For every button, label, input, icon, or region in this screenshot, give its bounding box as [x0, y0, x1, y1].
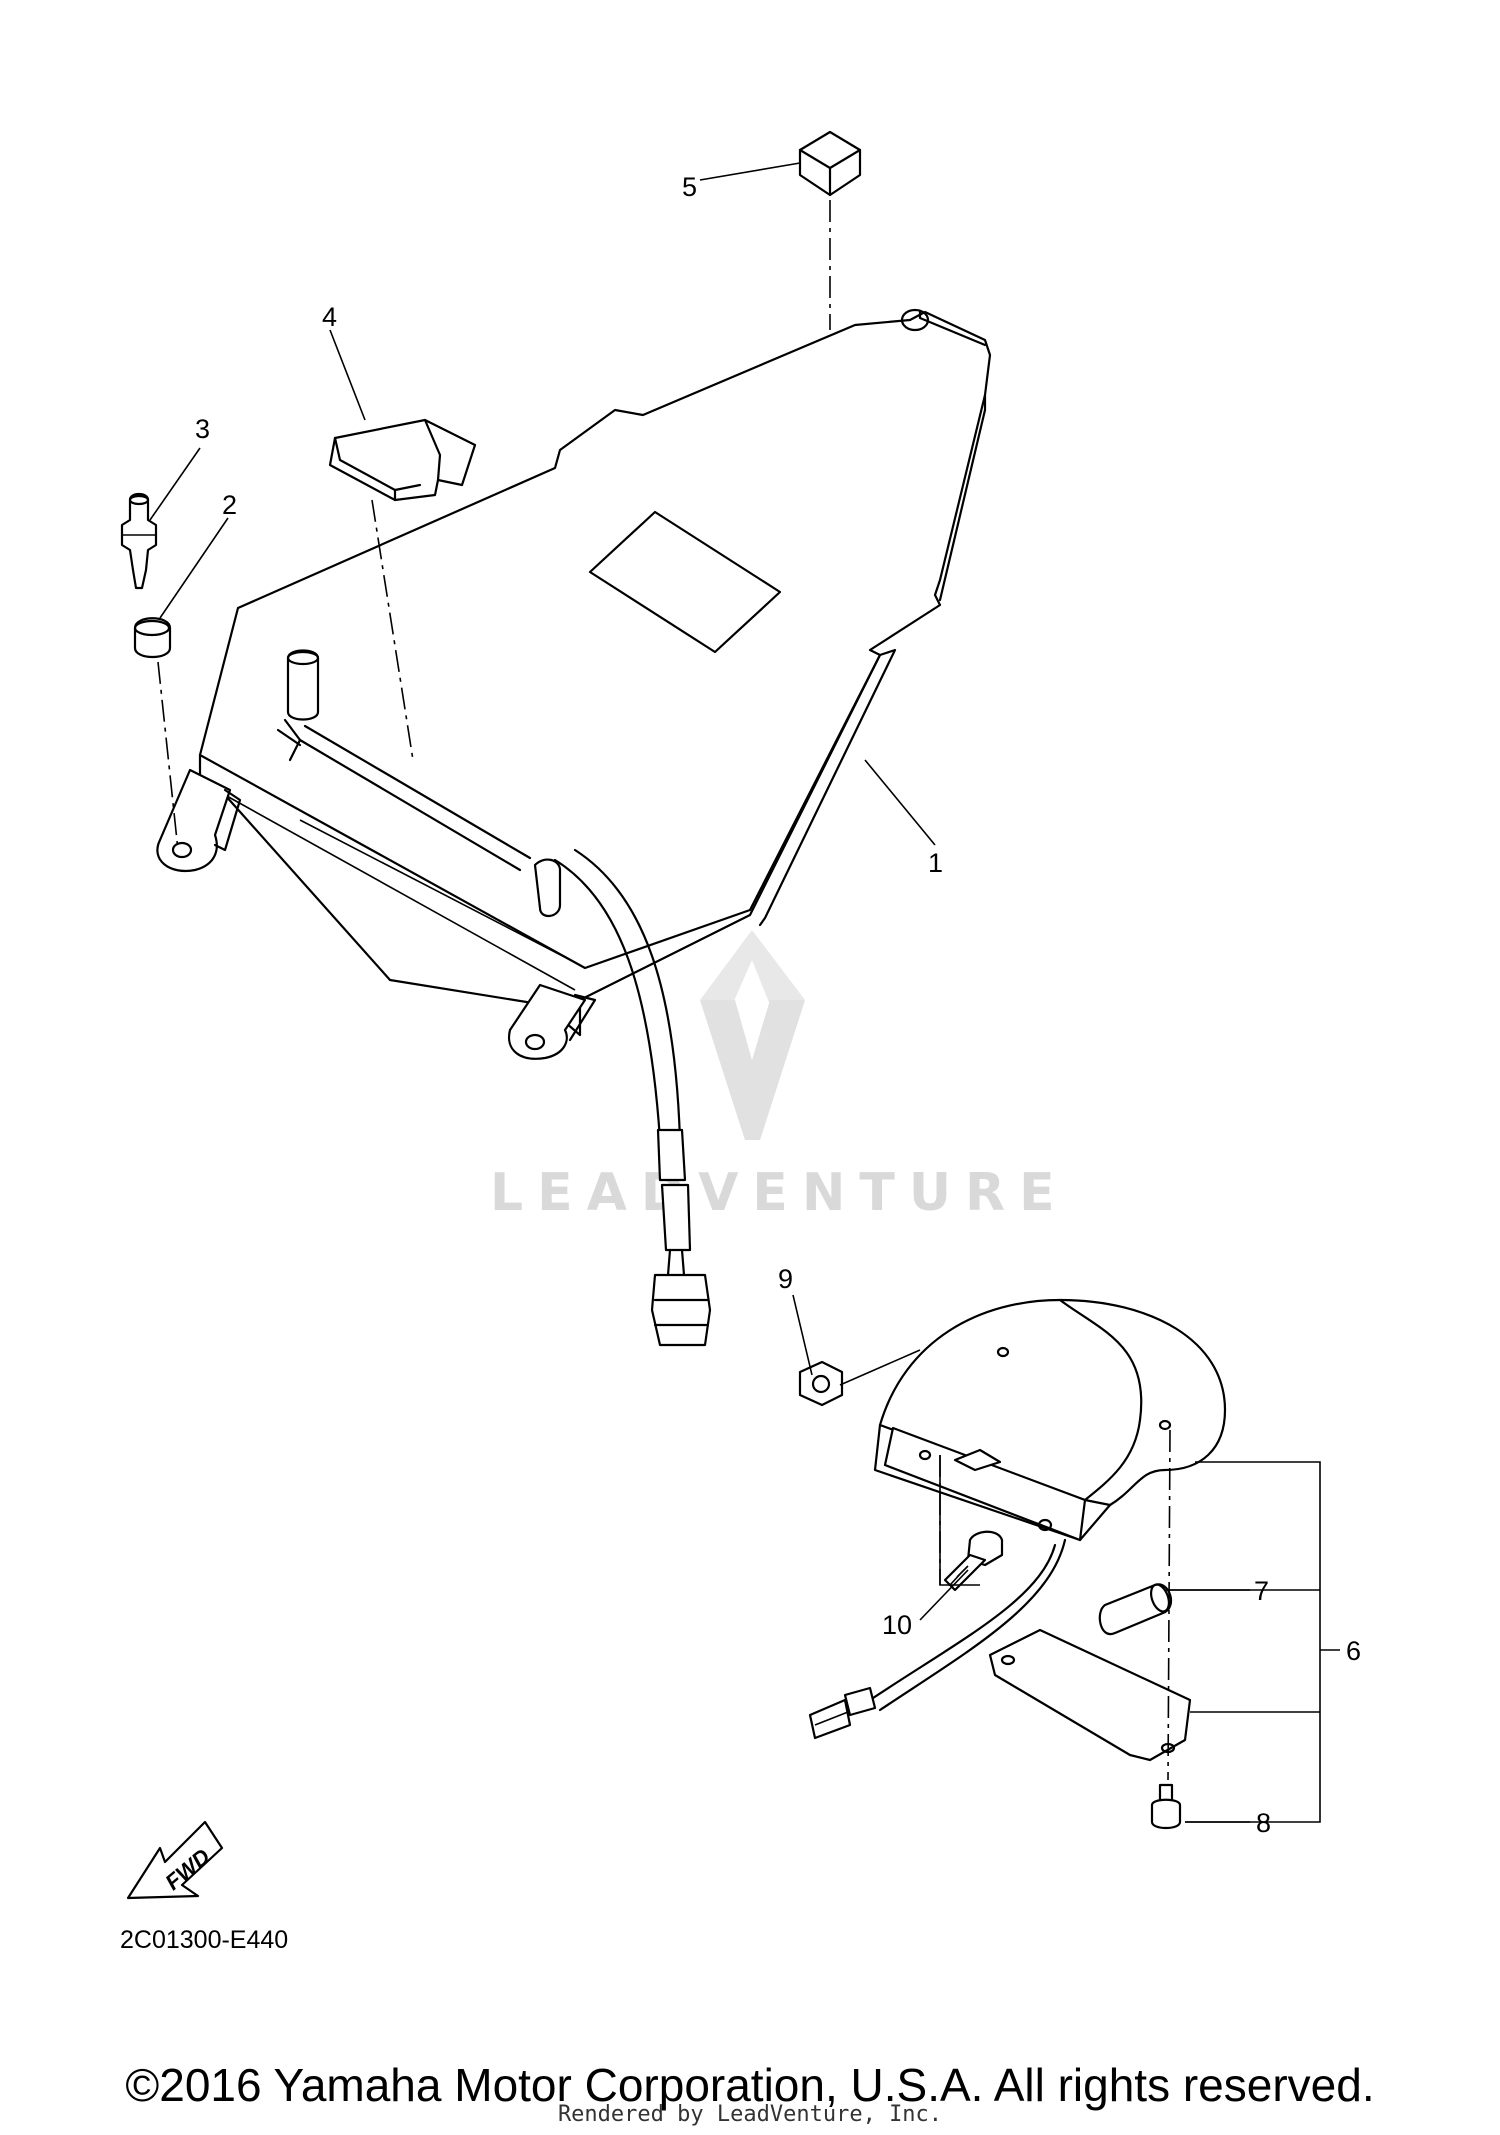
part-6-bracket: [1165, 1461, 1340, 1823]
part-8-screw: [1150, 1783, 1182, 1830]
part-1-ecu-tray: [156, 308, 992, 1347]
fwd-arrow-icon: FWD: [126, 1820, 224, 1900]
leader-5: [699, 162, 801, 181]
leader-4: [329, 329, 366, 421]
part-3-collar: [120, 492, 158, 590]
callout-6: 6: [1346, 1636, 1361, 1666]
callout-5: 5: [682, 172, 697, 202]
assembly-line-6-8: [1167, 1429, 1171, 1781]
copyright-notice: ©2016 Yamaha Motor Corporation, U.S.A. A…: [125, 2059, 1375, 2111]
callout-8: 8: [1256, 1808, 1271, 1838]
watermark-text: LEADVENTURE: [490, 1163, 1069, 1223]
part-2-grommet: [133, 617, 172, 659]
callout-10: 10: [882, 1610, 912, 1640]
assembly-line-2-3: [157, 661, 179, 851]
callout-9: 9: [778, 1264, 793, 1294]
rendered-by-notice: Rendered by LeadVenture, Inc.: [557, 2102, 943, 2127]
drawing-code: 2C01300-E440: [120, 1926, 288, 1954]
callout-1: 1: [928, 848, 943, 878]
leader-10: [919, 1569, 969, 1621]
callout-4: 4: [322, 302, 337, 332]
leader-1: [864, 759, 936, 846]
leadventure-watermark-logo: [700, 930, 805, 1140]
leader-9: [792, 1294, 921, 1386]
callout-7: 7: [1254, 1576, 1269, 1606]
part-4-clip: [328, 418, 477, 502]
part-10-bolt: [943, 1530, 1004, 1592]
part-6-tail-light: [808, 1298, 1227, 1762]
callout-3: 3: [195, 414, 210, 444]
part-9-nut: [798, 1360, 844, 1407]
assembly-line-4: [371, 499, 414, 761]
leader-10-bracket: [939, 1455, 980, 1586]
leader-2: [159, 517, 229, 619]
part-5-cushion: [798, 130, 862, 197]
leader-3: [149, 447, 201, 521]
callout-2: 2: [222, 490, 237, 520]
part-7-bulb: [1098, 1583, 1173, 1636]
